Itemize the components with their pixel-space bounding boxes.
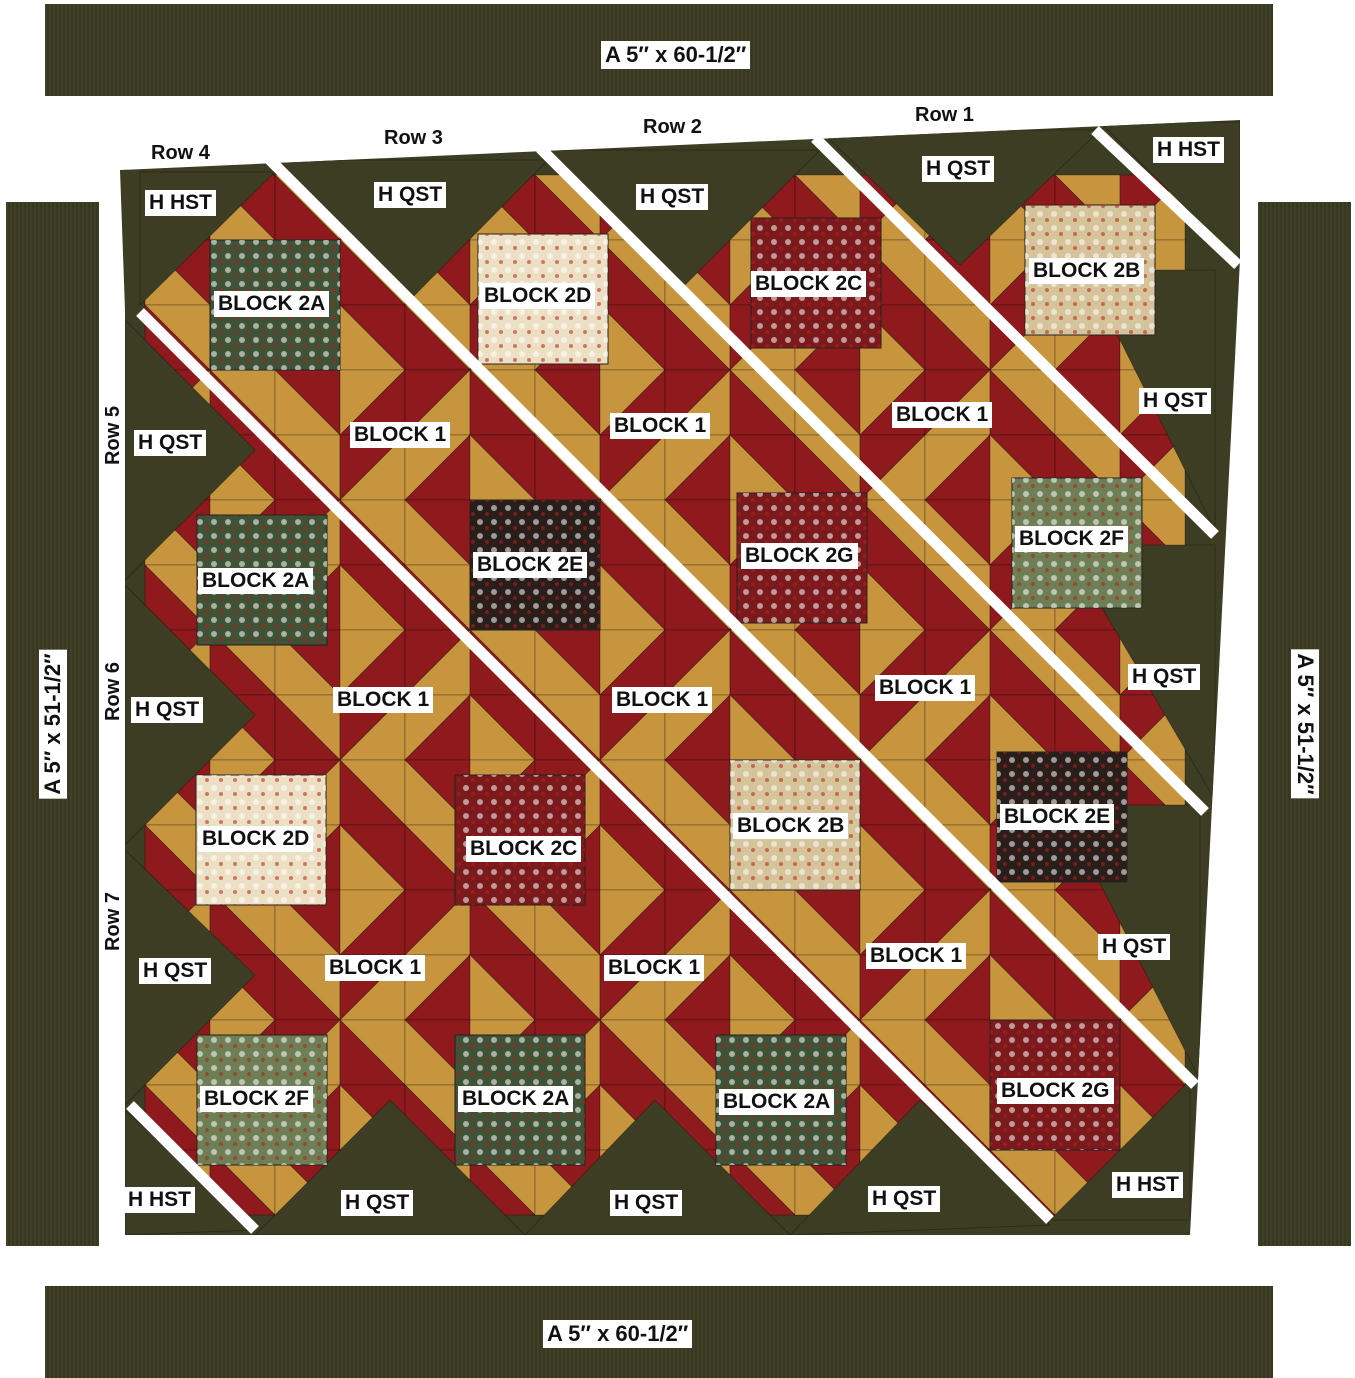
block-1-label: BLOCK 1 bbox=[892, 402, 992, 428]
block-2e-label: BLOCK 2E bbox=[1000, 804, 1114, 830]
block-1-label: BLOCK 1 bbox=[866, 943, 966, 969]
top-border-label: A 5″ x 60-1/2″ bbox=[601, 41, 750, 69]
qst-label: H QST bbox=[139, 958, 211, 984]
qst-label: H QST bbox=[922, 156, 994, 182]
right-border-label: A 5″ x 51-1/2″ bbox=[1291, 649, 1319, 798]
block-2a-label: BLOCK 2A bbox=[458, 1086, 573, 1112]
row-1-label: Row 1 bbox=[915, 104, 974, 127]
block-2g-label: BLOCK 2G bbox=[997, 1078, 1114, 1104]
block-2c-label: BLOCK 2C bbox=[466, 836, 581, 862]
qst-label: H QST bbox=[1098, 934, 1170, 960]
qst-label: H QST bbox=[341, 1190, 413, 1216]
block-2d-label: BLOCK 2D bbox=[480, 283, 595, 309]
block-1-label: BLOCK 1 bbox=[612, 687, 712, 713]
block-1-label: BLOCK 1 bbox=[325, 955, 425, 981]
qst-label: H QST bbox=[1128, 664, 1200, 690]
hst-label: H HST bbox=[1153, 137, 1224, 163]
hst-label: H HST bbox=[124, 1187, 195, 1213]
block-2b-label: BLOCK 2B bbox=[733, 813, 848, 839]
qst-label: H QST bbox=[868, 1186, 940, 1212]
block-2a-label: BLOCK 2A bbox=[719, 1089, 834, 1115]
qst-label: H QST bbox=[636, 184, 708, 210]
left-border-label: A 5″ x 51-1/2″ bbox=[39, 649, 67, 798]
block-2a-label: BLOCK 2A bbox=[198, 568, 313, 594]
block-1-label: BLOCK 1 bbox=[875, 675, 975, 701]
block-2f-label: BLOCK 2F bbox=[200, 1086, 313, 1112]
qst-label: H QST bbox=[131, 697, 203, 723]
qst-label: H QST bbox=[134, 430, 206, 456]
block-2e-label: BLOCK 2E bbox=[473, 552, 587, 578]
row-2-label: Row 2 bbox=[643, 116, 702, 139]
block-1-label: BLOCK 1 bbox=[604, 955, 704, 981]
block-2g-label: BLOCK 2G bbox=[741, 543, 858, 569]
block-2d-label: BLOCK 2D bbox=[198, 826, 313, 852]
hst-label: H HST bbox=[1112, 1172, 1183, 1198]
block-2f-label: BLOCK 2F bbox=[1015, 526, 1128, 552]
block-2c-label: BLOCK 2C bbox=[751, 271, 866, 297]
block-2b-label: BLOCK 2B bbox=[1029, 258, 1144, 284]
row-4-label: Row 4 bbox=[151, 142, 210, 165]
row-3-label: Row 3 bbox=[384, 127, 443, 150]
block-1-label: BLOCK 1 bbox=[350, 422, 450, 448]
block-1-label: BLOCK 1 bbox=[610, 413, 710, 439]
block-1-label: BLOCK 1 bbox=[333, 687, 433, 713]
row-6-label: Row 6 bbox=[102, 662, 125, 721]
row-5-label: Row 5 bbox=[102, 406, 125, 465]
row-7-label: Row 7 bbox=[102, 892, 125, 951]
qst-label: H QST bbox=[610, 1190, 682, 1216]
hst-label: H HST bbox=[145, 190, 216, 216]
block-2a-label: BLOCK 2A bbox=[214, 291, 329, 317]
bottom-border-label: A 5″ x 60-1/2″ bbox=[543, 1320, 692, 1348]
qst-label: H QST bbox=[1139, 388, 1211, 414]
qst-label: H QST bbox=[374, 182, 446, 208]
